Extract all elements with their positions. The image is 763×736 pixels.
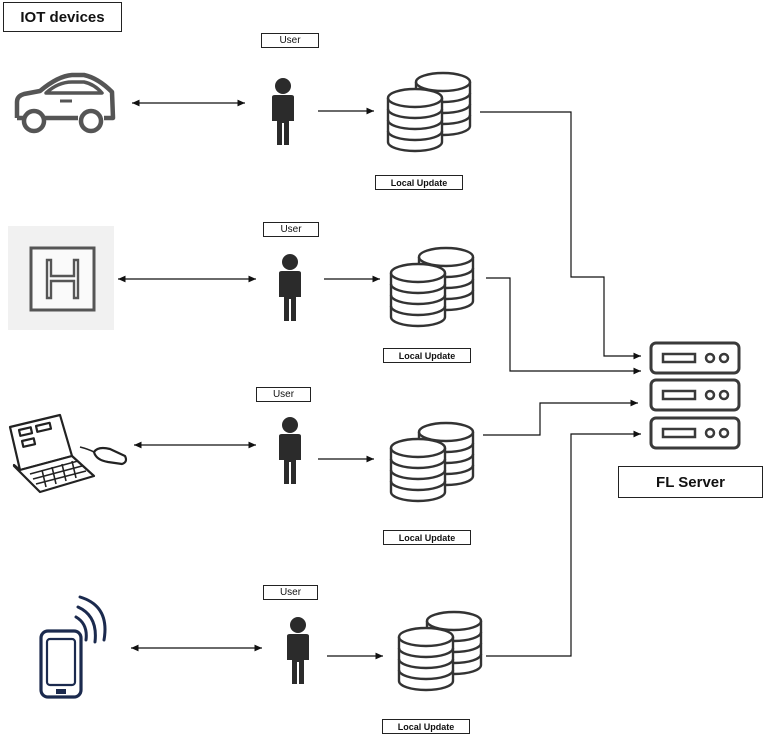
database-stack-icon-4 (399, 612, 481, 690)
person-icon-2 (279, 254, 301, 321)
server-connectors (480, 111, 641, 657)
smartphone-icon (39, 595, 107, 699)
fl-server-label: FL Server (618, 466, 763, 498)
person-icon-4 (287, 617, 309, 684)
laptop-icon (8, 413, 128, 494)
local-update-label-3: Local Update (383, 530, 471, 545)
local-update-label-1: Local Update (375, 175, 463, 190)
database-stack-icon-1 (388, 73, 470, 151)
hospital-icon (8, 226, 114, 330)
user-label-1: User (261, 33, 319, 48)
server-rack-icon (649, 341, 741, 450)
person-icon-1 (272, 78, 294, 145)
diagram-title: IOT devices (3, 2, 122, 32)
person-icon-3 (279, 417, 301, 484)
user-label-3: User (256, 387, 311, 402)
user-database-arrows (318, 107, 383, 660)
device-user-arrows (118, 99, 262, 652)
database-stack-icon-2 (391, 248, 473, 326)
database-stack-icon-3 (391, 423, 473, 501)
car-icon (14, 72, 116, 134)
local-update-label-4: Local Update (382, 719, 470, 734)
local-update-label-2: Local Update (383, 348, 471, 363)
user-label-4: User (263, 585, 318, 600)
user-label-2: User (263, 222, 319, 237)
